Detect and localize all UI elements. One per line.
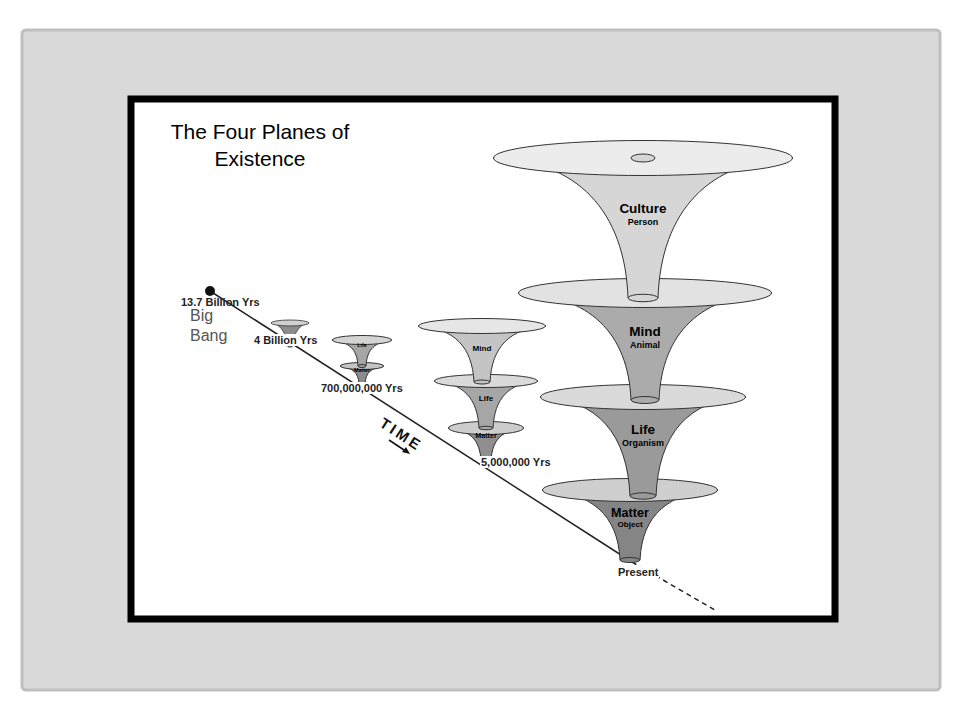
diagram-title: The Four Planes of Existence (150, 118, 370, 173)
plane-name: Mind (418, 344, 546, 353)
plane-entity: Animal (518, 340, 772, 350)
plane-name: Mind (518, 324, 772, 340)
plane-funnel: CulturePerson (493, 140, 793, 302)
plane-funnel: Life (332, 335, 392, 370)
plane-name: Matter (542, 506, 718, 520)
plane-name: Life (434, 394, 538, 403)
time-label: 5,000,000 Yrs (480, 456, 552, 468)
plane-entity: Object (542, 520, 718, 529)
time-label: Present (617, 566, 659, 578)
origin-label: Big Bang (190, 306, 236, 346)
plane-funnel: Mind (418, 318, 546, 386)
outer-panel (22, 30, 940, 690)
inner-frame (131, 99, 835, 619)
plane-entity: Person (493, 217, 793, 227)
plane-name: Life (540, 422, 746, 438)
funnel-shape (332, 335, 392, 370)
plane-name: Matter (448, 432, 524, 440)
plane-name: Life (332, 342, 392, 348)
time-label: 4 Billion Yrs (253, 334, 318, 346)
time-label: 700,000,000 Yrs (320, 382, 404, 394)
plane-name: Culture (493, 201, 793, 217)
time-label: 13.7 Billion Yrs (181, 296, 260, 308)
big-bang-dot (205, 286, 215, 296)
plane-entity: Organism (540, 438, 746, 448)
axis-label: TIME (377, 414, 426, 454)
timeline (210, 291, 632, 562)
